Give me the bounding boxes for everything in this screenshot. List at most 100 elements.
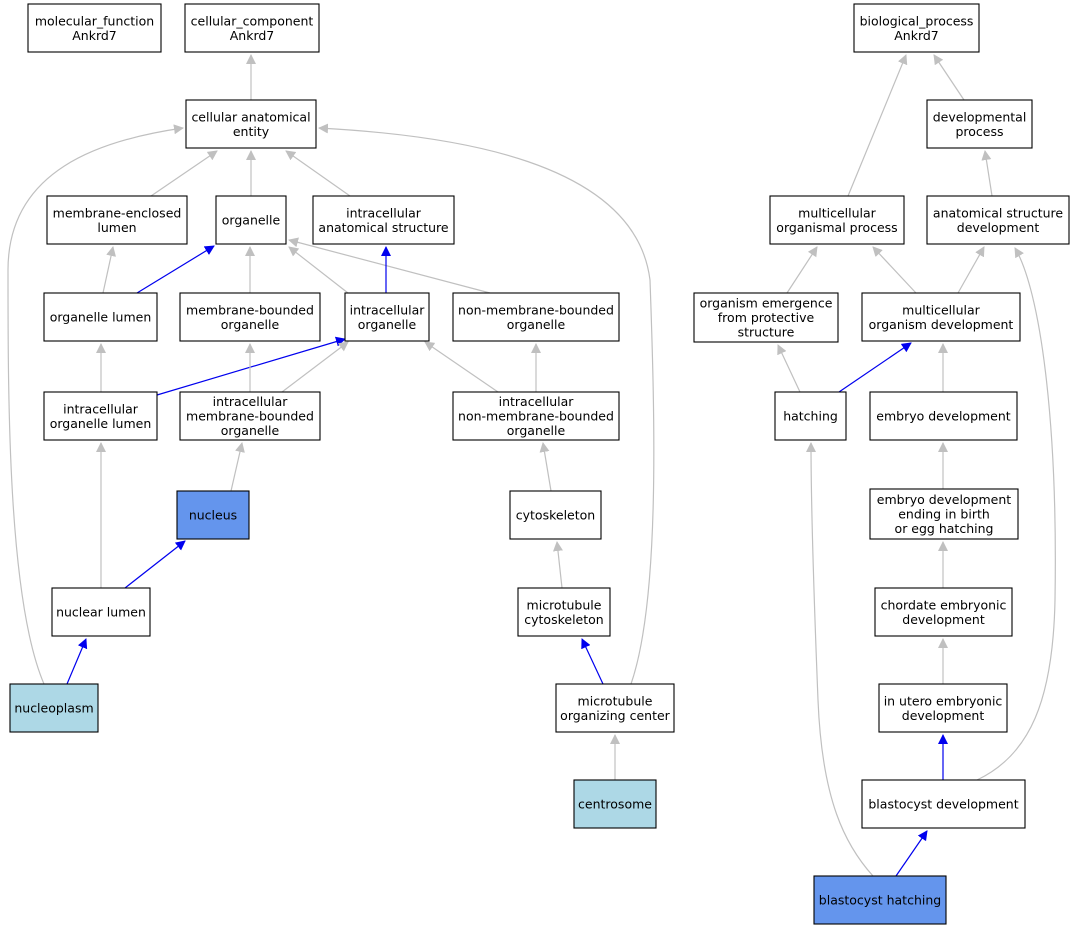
node-label: lumen (97, 220, 136, 235)
node-label: Ankrd7 (230, 28, 275, 43)
node-cytoskeleton[interactable]: cytoskeleton (509, 490, 602, 540)
edge-blastocyst-development-to-anatomical-structure-development (976, 247, 1056, 781)
node-box (344, 292, 430, 342)
node-box (176, 490, 250, 540)
edge-blastocyst-hatching-to-hatching (806, 442, 874, 877)
edge-intracellular-anatomical-structure-to-cellular-anatomical-entity (285, 150, 351, 197)
node-label: cellular_component (191, 13, 314, 28)
node-box (774, 391, 847, 441)
node-intracellular-non-membrane-bounded-organelle[interactable]: intracellularnon-membrane-boundedorganel… (452, 391, 620, 441)
edge-intracellular-non-membrane-bounded-organelle-to-intracellular-organelle (424, 341, 499, 393)
node-label: anatomical structure (933, 205, 1063, 220)
node-label: entity (233, 124, 270, 139)
node-box (769, 195, 905, 245)
node-label: development (902, 612, 985, 627)
node-hatching[interactable]: hatching (774, 391, 847, 441)
node-nuclear-lumen[interactable]: nuclear lumen (51, 587, 151, 637)
node-box (509, 490, 602, 540)
node-label: microtubule (527, 597, 602, 612)
node-organelle-lumen[interactable]: organelle lumen (43, 292, 158, 342)
edge-non-membrane-bounded-organelle-to-organelle (288, 237, 491, 294)
node-label: hatching (783, 409, 838, 424)
node-box (813, 875, 947, 925)
node-box (452, 292, 620, 342)
node-label: or egg hatching (895, 521, 994, 536)
node-box (878, 683, 1008, 733)
node-centrosome[interactable]: centrosome (573, 779, 657, 829)
edge-microtubule-organizing-center-to-cellular-anatomical-entity (318, 123, 655, 685)
edge-multicellular-organism-development-to-anatomical-structure-development (957, 246, 985, 294)
node-label: organelle lumen (50, 310, 152, 325)
node-label: centrosome (578, 797, 652, 812)
node-box (874, 587, 1013, 637)
edge-multicellular-organismal-process-to-biological-process (847, 54, 908, 197)
node-box (693, 292, 839, 343)
node-box (215, 195, 287, 245)
node-label: embryo development (877, 492, 1012, 507)
node-label: blastocyst hatching (819, 893, 941, 908)
node-label: organelle (358, 317, 417, 332)
node-label: from protective (718, 310, 815, 325)
node-label: intracellular (213, 394, 289, 409)
node-box (853, 3, 980, 53)
node-label: organismal process (776, 220, 897, 235)
edge-blastocyst-hatching-to-blastocyst-development (895, 830, 928, 877)
edge-microtubule-cytoskeleton-to-cytoskeleton (553, 541, 563, 589)
node-box (573, 779, 657, 829)
node-embryo-development[interactable]: embryo development (869, 391, 1018, 441)
node-label: organism emergence (700, 296, 833, 311)
node-box (555, 683, 675, 733)
edge-anatomical-structure-development-to-developmental-process (981, 150, 993, 197)
node-label: non-membrane-bounded (458, 302, 614, 317)
node-box (517, 587, 611, 637)
node-nucleoplasm[interactable]: nucleoplasm (9, 683, 99, 733)
node-label: Ankrd7 (72, 28, 117, 43)
edge-intracellular-organelle-to-organelle (288, 246, 349, 294)
node-label: organizing center (560, 708, 670, 723)
node-label: ending in birth (898, 507, 990, 522)
node-box (43, 292, 158, 342)
node-box (51, 587, 151, 637)
node-label: process (955, 124, 1003, 139)
node-box (184, 3, 320, 53)
node-box (9, 683, 99, 733)
node-label: cytoskeleton (516, 508, 595, 523)
edge-organism-emergence-to-multicellular-organismal-process (786, 246, 818, 294)
edge-intracellular-organelle-lumen-to-intracellular-organelle (156, 336, 346, 396)
node-organelle[interactable]: organelle (215, 195, 287, 245)
node-label: multicellular (902, 302, 981, 317)
node-label: development (902, 708, 985, 723)
edge-nucleoplasm-to-cellular-anatomical-entity (7, 124, 184, 685)
node-nucleus[interactable]: nucleus (176, 490, 250, 540)
node-blastocyst-development[interactable]: blastocyst development (861, 779, 1026, 829)
node-label: intracellular (63, 401, 139, 416)
node-blastocyst-hatching[interactable]: blastocyst hatching (813, 875, 947, 925)
edge-intracellular-membrane-bounded-organelle-to-intracellular-organelle (281, 341, 349, 393)
node-box (43, 391, 158, 441)
edge-microtubule-organizing-center-to-microtubule-cytoskeleton (581, 638, 604, 685)
edge-membrane-enclosed-lumen-to-cellular-anatomical-entity (150, 150, 218, 197)
node-box (179, 292, 321, 342)
node-label: membrane-bounded (186, 409, 314, 424)
